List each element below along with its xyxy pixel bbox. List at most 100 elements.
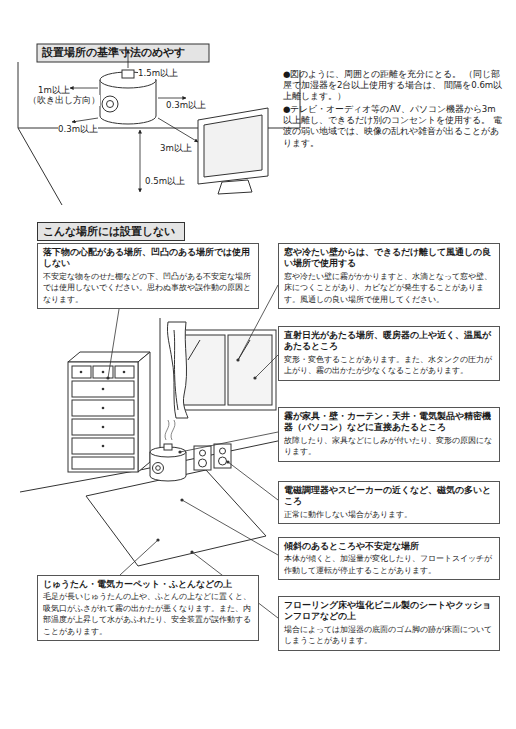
box-heading: 電磁調理器やスピーカーの近くなど、磁気の多いところ xyxy=(284,485,494,508)
curtain xyxy=(167,322,188,418)
tv-frame xyxy=(198,108,268,184)
knob xyxy=(102,407,105,410)
speaker-cone xyxy=(200,450,206,456)
leader-dot xyxy=(253,376,256,379)
section-title: 設置場所の基準寸法のめやす xyxy=(42,46,185,59)
leader-dots xyxy=(106,358,256,553)
drawer xyxy=(72,438,134,454)
leader-dot xyxy=(106,376,109,379)
warning-box: 直射日光があたる場所、暖房器の上や近く、温風があたるところ変形・変色することがあ… xyxy=(278,326,500,381)
box-body: 本体が傾くと、加湿量が変化したり、フロートスイッチが作動して運転が停止することが… xyxy=(284,553,494,576)
warning-box: 窓や冷たい壁からは、できるだけ離して風通しの良い場所で使用する窓や冷たい壁に霧が… xyxy=(278,243,500,309)
box-heading: こんな場所には設置しない xyxy=(43,225,179,238)
window-pane xyxy=(228,335,272,405)
warning-box: 落下物の心配がある場所、凹凸のある場所では使用しない不安定な物をのせた棚などの下… xyxy=(37,243,259,309)
room-lines xyxy=(20,318,292,492)
humidifier-nozzle xyxy=(164,444,172,450)
knob xyxy=(102,371,105,374)
warning-box: フローリング床や塩化ビニル製のシートやクッションフロアなどの上場合によっては加湿… xyxy=(278,596,500,651)
box-heading: 傾斜のあるところや不安定な場所 xyxy=(284,541,494,552)
leader-dot xyxy=(226,460,229,463)
speaker-box xyxy=(214,444,231,468)
window-symbol xyxy=(167,322,276,418)
knob xyxy=(80,371,83,374)
drawer xyxy=(115,366,134,378)
drawer xyxy=(72,419,134,435)
dimension-line xyxy=(158,118,198,142)
glass-shine xyxy=(188,340,200,360)
leader-lines xyxy=(108,285,278,618)
leader-line xyxy=(255,355,278,378)
knob xyxy=(102,388,105,391)
leader-line xyxy=(180,432,278,452)
humidifier-dial xyxy=(156,466,161,471)
tv-screen xyxy=(204,115,262,177)
dimension-label: 0.5m以上 xyxy=(145,176,185,187)
box-heading: 落下物の心配がある場所、凹凸のある場所では使用しない xyxy=(43,247,253,270)
curtain-fold xyxy=(174,330,178,410)
speaker-cone xyxy=(199,459,207,467)
rug-shape xyxy=(86,470,266,566)
knob xyxy=(102,426,105,429)
warning-box: 電磁調理器やスピーカーの近くなど、磁気の多いところ正常に動作しない場合があります… xyxy=(278,481,500,524)
box-heading: 窓や冷たい壁からは、できるだけ離して風通しの良い場所で使用する xyxy=(284,247,494,270)
dimension-line xyxy=(70,88,98,89)
leader-line xyxy=(120,540,158,575)
tv-symbol xyxy=(198,108,268,194)
warning-box: 霧が家具・壁・カーテン・天井・電気製品や精密機器（パソコン）などに直接あたるとこ… xyxy=(278,407,500,462)
title-band xyxy=(37,44,209,62)
drawer xyxy=(72,457,134,469)
humidifier-nozzle xyxy=(122,70,134,78)
dresser-side xyxy=(138,352,150,472)
leader-line xyxy=(182,500,278,555)
speaker-cone xyxy=(219,457,227,465)
box-body: 正常に動作しない場合があります。 xyxy=(284,509,494,520)
box-body: 場合によっては加湿器の底面のゴム脚の跡が床面についてしまうことがあります。 xyxy=(284,624,494,647)
leader-line xyxy=(228,462,278,500)
drawer xyxy=(72,366,91,378)
leader-dot xyxy=(190,550,193,553)
box-heading: 直射日光があたる場所、暖房器の上や近く、温風があたるところ xyxy=(284,330,494,353)
drawer xyxy=(72,381,134,397)
box-heading: 霧が家具・壁・カーテン・天井・電気製品や精密機器（パソコン）などに直接あたるとこ… xyxy=(284,411,494,434)
dimension-line xyxy=(140,130,141,192)
box-body: 変形・変色することがあります。また、水タンクの圧力が上がり、霧の出かたが少なくな… xyxy=(284,354,494,377)
knob xyxy=(123,371,126,374)
dimension-label: 1.5m以上 xyxy=(138,68,178,79)
section-heading: こんな場所には設置しない xyxy=(37,222,185,241)
floor-line xyxy=(18,128,62,205)
humidifier-dial xyxy=(107,101,114,108)
humidifier-dial xyxy=(102,96,118,112)
box-body: 毛足が長いじゅうたんの上や、ふとんの上などに置くと、吸気口がふさがれて霧の出かた… xyxy=(43,591,253,637)
drawer-knobs xyxy=(80,371,126,448)
dimension-line xyxy=(158,98,186,99)
box-body: 故障したり、家具などにしみが付いたり、変形の原因になります。 xyxy=(284,435,494,458)
note-text: ●図のように、周囲との距離を充分にとる。 （同じ部屋で加湿器を2台以上使用する場… xyxy=(283,69,503,103)
warning-box: じゅうたん・電気カーペット・ふとんなどの上毛足が長いじゅうたんの上や、ふとんの上… xyxy=(37,575,259,641)
dimension-line xyxy=(72,118,98,122)
speaker-box xyxy=(194,446,211,470)
dimension-lines xyxy=(70,50,198,192)
leader-line xyxy=(108,303,120,378)
room-lines xyxy=(18,62,300,205)
dimension-label: 3m以上 xyxy=(160,143,192,154)
leader-dot xyxy=(180,498,183,501)
window-frame xyxy=(176,330,276,410)
box-body: 不安定な物をのせた棚などの下、凹凸がある不安定な場所では使用しないでください。思… xyxy=(43,271,253,305)
box-heading: じゅうたん・電気カーペット・ふとんなどの上 xyxy=(43,579,253,590)
dimension-label: 0.3m以上 xyxy=(166,100,206,111)
dimension-label: 1m以上 xyxy=(38,85,70,96)
leader-dot xyxy=(156,538,159,541)
dimension-label: （吹き出し方向） xyxy=(28,95,100,106)
box-body: 窓や冷たい壁に霧がかかりますと、水滴となって窓や壁、床につくことがあり、カビなど… xyxy=(284,271,494,305)
humidifier-dial xyxy=(153,463,164,474)
dimension-label: 0.3m以上 xyxy=(58,124,98,135)
leader-dot xyxy=(236,358,239,361)
box-heading: フローリング床や塩化ビニル製のシートやクッションフロアなどの上 xyxy=(284,600,494,623)
note-text: ●テレビ・オーディオ等のAV、パソコン機器から3m 以上離し、できるだけ別のコン… xyxy=(283,104,503,149)
knob xyxy=(102,445,105,448)
warning-box: 傾斜のあるところや不安定な場所本体が傾くと、加湿量が変化したり、フロートスイッチ… xyxy=(278,537,500,580)
humidifier-symbol xyxy=(150,444,186,481)
tv-stand xyxy=(218,180,252,194)
